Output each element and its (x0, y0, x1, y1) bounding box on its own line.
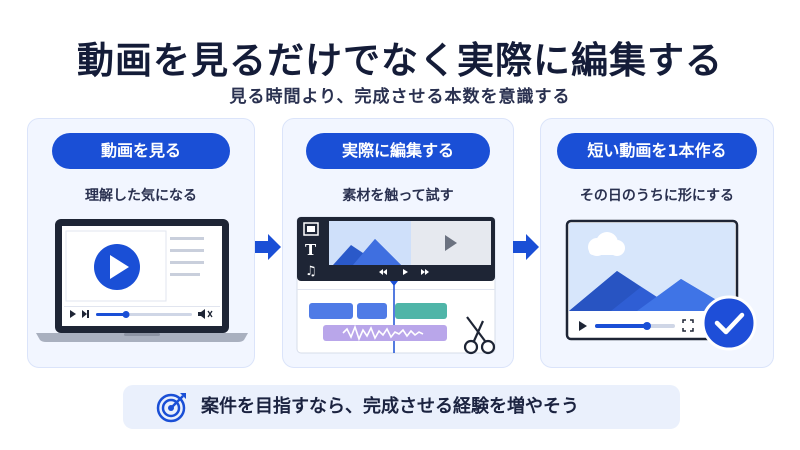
bottom-banner: 案件を目指すなら、完成させる経験を増やそう (123, 385, 680, 429)
step-label: 実際に編集する (306, 133, 490, 169)
step-label: 動画を見る (52, 133, 230, 169)
skip-icon (82, 310, 89, 318)
fullscreen-icon (682, 319, 694, 332)
step-label: 短い動画を1本作る (557, 133, 757, 169)
volume-icon (198, 309, 213, 319)
arrow-right-icon (255, 234, 281, 260)
step-card-create: 短い動画を1本作る その日のうちに形にする (540, 118, 774, 368)
arrow-right-icon (513, 234, 539, 260)
play-icon (445, 235, 457, 251)
scissors-icon (463, 316, 496, 355)
bottom-message: 案件を目指すなら、完成させる経験を増やそう (201, 396, 579, 417)
target-icon (156, 393, 186, 423)
page-title: 動画を見るだけでなく実際に編集する (77, 39, 723, 82)
page-subtitle: 見る時間より、完成させる本数を意識する (229, 87, 571, 107)
step-card-edit: 実際に編集する 素材を触って試す T ♫ (282, 118, 514, 368)
checkmark-icon (701, 295, 757, 351)
step-card-watch: 動画を見る 理解した気になる (27, 118, 255, 368)
text-icon: T (305, 241, 317, 259)
editor-illustration: T ♫ (296, 216, 496, 355)
play-icon (403, 269, 408, 275)
play-icon (70, 310, 76, 318)
step-caption: 理解した気になる (85, 188, 197, 204)
film-icon (303, 222, 319, 236)
step-caption: 素材を触って試す (342, 188, 454, 204)
music-icon: ♫ (305, 264, 317, 279)
finished-video-illustration (565, 219, 757, 351)
laptop-illustration (36, 219, 248, 342)
play-icon (94, 244, 140, 290)
step-caption: その日のうちに形にする (579, 188, 735, 204)
skip-icon (383, 269, 387, 275)
play-icon (579, 321, 587, 331)
